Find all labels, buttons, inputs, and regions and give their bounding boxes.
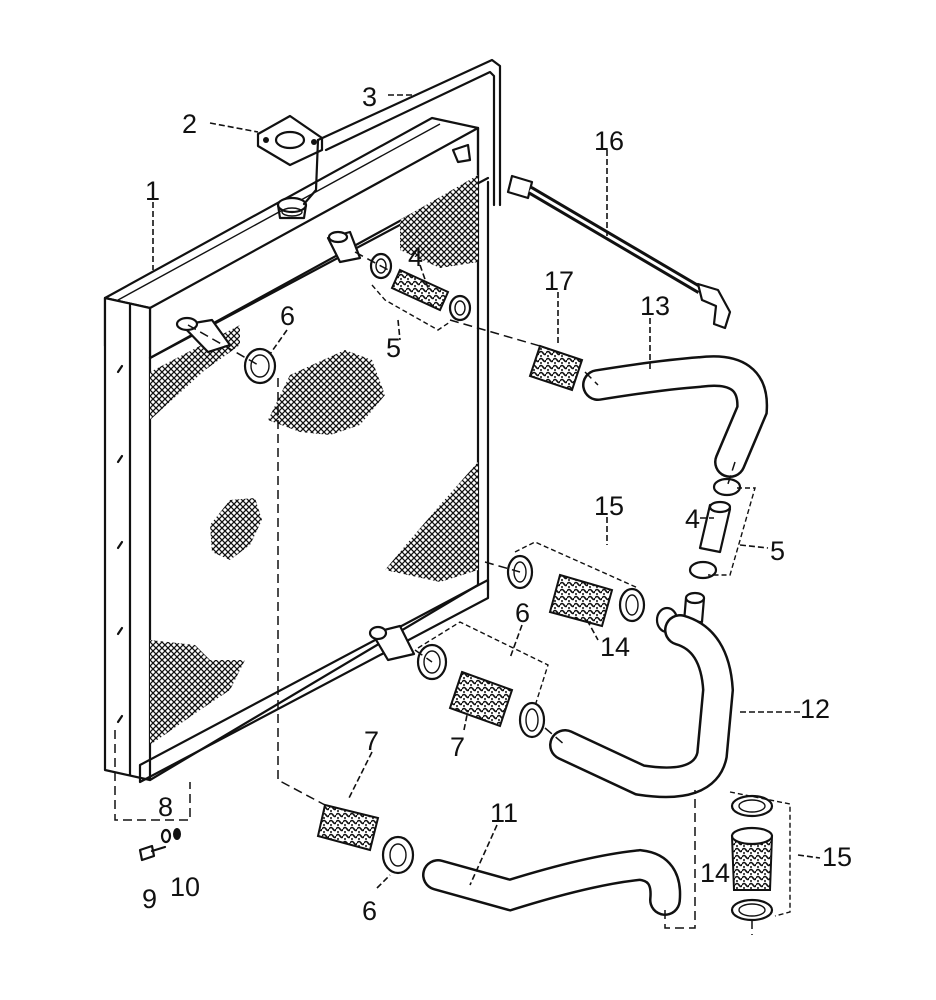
callout-11: 11 — [490, 798, 518, 828]
right-connector-hose — [698, 500, 732, 554]
bottom-hose-11 — [422, 848, 682, 916]
lower-hose-7 — [448, 670, 514, 728]
side-clamp — [243, 347, 277, 385]
callout-6-side: 6 — [280, 301, 295, 331]
filler-flange-gasket — [256, 114, 324, 167]
callout-5-upper: 5 — [386, 333, 401, 363]
filler-neck — [276, 196, 308, 220]
right-clamp-upper — [712, 477, 742, 497]
bottom-right-hose-14 — [730, 826, 774, 891]
bottom-right-clamp-upper — [730, 794, 774, 818]
overflow-hose — [506, 174, 732, 330]
callout-1: 1 — [145, 176, 160, 206]
radiator-side-tank — [103, 296, 152, 782]
vent-fitting — [451, 143, 472, 164]
callout-3: 3 — [362, 82, 377, 112]
leader-lines — [152, 94, 821, 889]
lower-radiator-nozzle — [368, 624, 416, 662]
callout-15-middle: 15 — [594, 491, 624, 521]
bottom-right-clamp-lower — [730, 898, 774, 922]
callout-6-lower: 6 — [515, 598, 530, 628]
right-clamp-lower — [688, 560, 718, 580]
bottom-clamp-6 — [381, 835, 415, 875]
callout-10: 10 — [170, 872, 200, 902]
middle-hose-14 — [548, 573, 614, 628]
bolt-9 — [138, 844, 167, 862]
nut-10 — [173, 828, 181, 840]
bottom-hose-7 — [316, 803, 380, 852]
callout-labels: 1 2 3 4 5 6 17 13 16 4 5 15 14 6 7 12 7 … — [142, 82, 852, 926]
callout-12: 12 — [800, 694, 830, 724]
vent-pipe — [302, 58, 502, 207]
lower-hose-12 — [549, 614, 735, 799]
callout-2: 2 — [182, 109, 197, 139]
callout-15-bottom: 15 — [822, 842, 852, 872]
upper-radiator-nozzle — [326, 230, 362, 264]
sleeve-17 — [528, 344, 584, 392]
lower-clamp-right — [518, 701, 546, 739]
upper-connector-hose — [390, 268, 450, 312]
callout-5-right: 5 — [770, 536, 785, 566]
callout-16: 16 — [594, 126, 624, 156]
callout-14-bottom: 14 — [700, 858, 730, 888]
radiator-core-mesh — [150, 175, 478, 745]
callout-4-upper: 4 — [408, 242, 423, 272]
upper-hose-13 — [582, 355, 769, 478]
middle-clamp-right — [618, 587, 646, 623]
washer-8 — [160, 828, 172, 844]
callout-8: 8 — [158, 792, 173, 822]
callout-9: 9 — [142, 884, 157, 914]
callout-7-bottom: 7 — [364, 726, 379, 756]
upper-hose-clamp-right — [448, 294, 472, 322]
callout-14-middle: 14 — [600, 632, 630, 662]
callout-17: 17 — [544, 266, 574, 296]
callout-13: 13 — [640, 291, 670, 321]
callout-4-right: 4 — [685, 504, 700, 534]
assembly-lines — [114, 251, 791, 935]
callout-7-lower: 7 — [450, 732, 465, 762]
radiator — [103, 116, 490, 784]
mounting-holes — [116, 364, 124, 724]
callout-6-bottom: 6 — [362, 896, 377, 926]
right-pipe-stub — [682, 591, 706, 624]
